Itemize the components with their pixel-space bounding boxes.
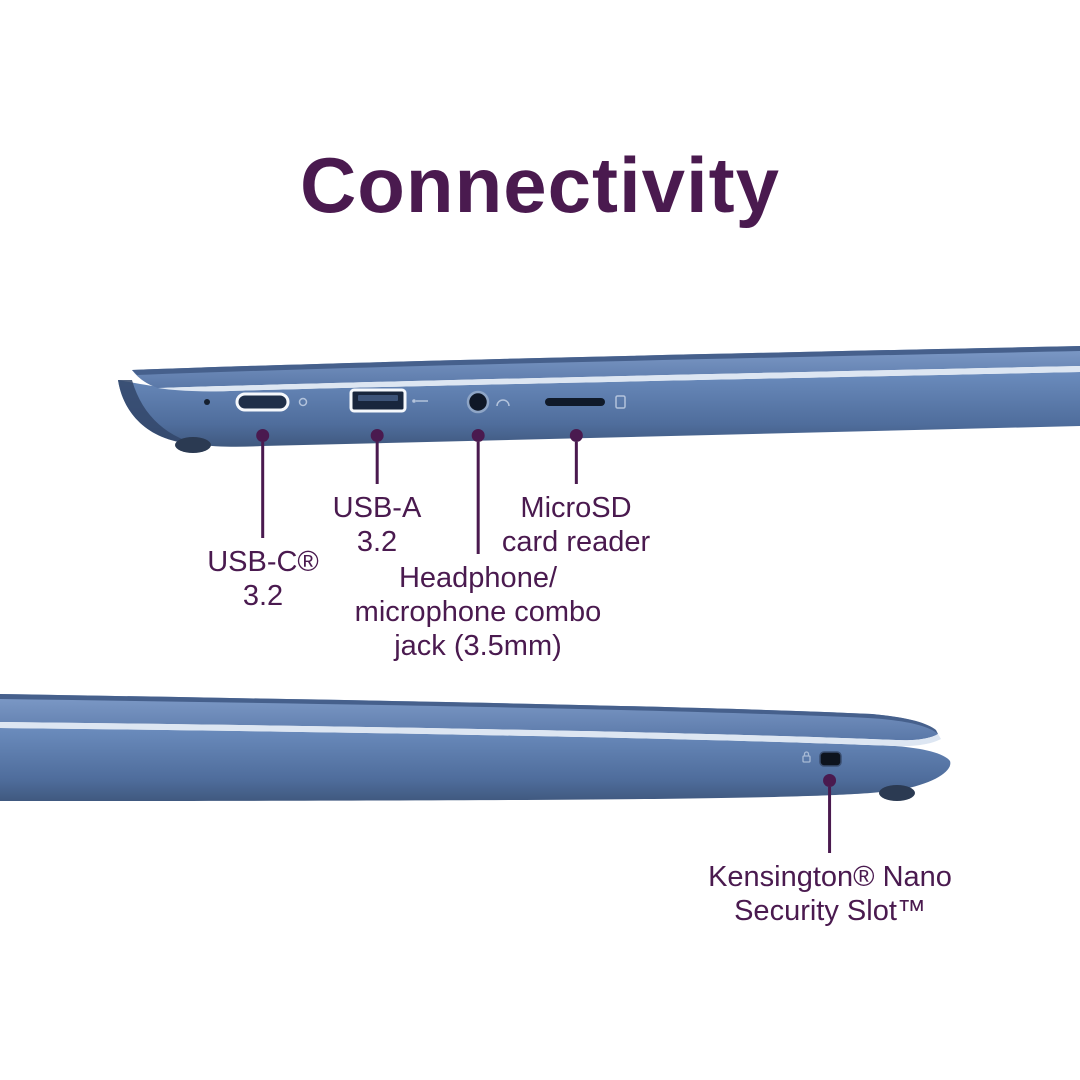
lid-base-seam [158, 366, 1080, 392]
mic-hole [204, 399, 210, 405]
callout-line [476, 442, 480, 554]
callout-label-line: 3.2 [356, 526, 398, 558]
callout-headphone: Headphone/ microphone combo jack (3.5mm) [355, 429, 602, 663]
sd-icon [615, 395, 626, 409]
headphone-jack [466, 390, 490, 414]
callout-label-kensington: Kensington® Nano Security Slot™ [708, 860, 952, 928]
callout-label-line: USB-A [332, 492, 422, 524]
callout-label-usb-c: USB-C® 3.2 [207, 545, 319, 613]
callout-label-line: card reader [501, 526, 651, 558]
microsd-slot [545, 398, 605, 406]
rubber-foot [879, 785, 915, 801]
laptop-lid-top-edge [132, 346, 1080, 375]
callout-line [261, 442, 265, 538]
laptop-lid [132, 346, 1080, 388]
laptop-lid [0, 694, 938, 741]
callout-line [574, 442, 578, 484]
laptop-nose-shadow [118, 380, 205, 446]
laptop-left-edge-image [118, 346, 1080, 453]
callout-label-line: jack (3.5mm) [394, 630, 562, 662]
callout-dot [370, 429, 384, 442]
callout-line [375, 442, 379, 484]
callout-dot [471, 429, 485, 442]
rubber-foot [175, 437, 211, 453]
callout-label-line: 3.2 [242, 580, 284, 612]
callout-label-line: Kensington® Nano [708, 861, 952, 893]
usb-c-port [235, 392, 290, 412]
headset-icon [496, 399, 510, 407]
kensington-slot [819, 751, 842, 767]
callout-usb-c: USB-C® 3.2 [207, 429, 319, 613]
callout-label-headphone: Headphone/ microphone combo jack (3.5mm) [355, 561, 602, 663]
callout-label-line: Headphone/ [398, 562, 558, 594]
usb-icon [412, 399, 428, 403]
callout-usb-a: USB-A 3.2 [333, 429, 422, 559]
laptop-lid-top-edge [0, 694, 938, 734]
laptop-base [0, 728, 951, 801]
callout-dot [256, 429, 270, 442]
callout-label-line: USB-C® [207, 546, 319, 578]
callout-dot [569, 429, 583, 442]
page-title: Connectivity [299, 141, 781, 229]
lock-icon [802, 751, 811, 763]
callout-kensington: Kensington® Nano Security Slot™ [708, 774, 952, 928]
callout-label-usb-a: USB-A 3.2 [333, 491, 422, 559]
callout-line [828, 787, 832, 853]
callout-label-line: Security Slot™ [734, 895, 926, 927]
laptop-right-edge-image [0, 694, 951, 801]
usb-c-icon [298, 397, 308, 407]
callout-microsd: MicroSD card reader [502, 429, 650, 559]
callout-label-microsd: MicroSD card reader [502, 491, 650, 559]
callout-label-line: MicroSD [520, 492, 632, 524]
callout-dot [823, 774, 837, 787]
lid-base-seam [0, 722, 941, 747]
callout-label-line: microphone combo [354, 596, 602, 628]
usb-a-tongue [358, 395, 398, 401]
